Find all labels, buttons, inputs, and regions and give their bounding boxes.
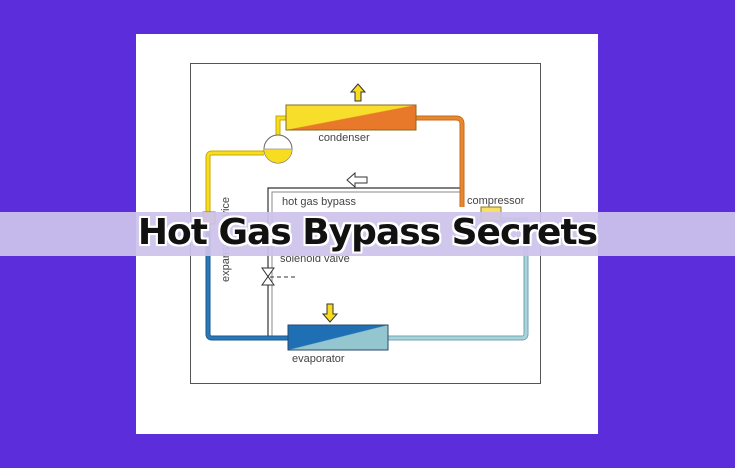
arrow-down-icon <box>321 303 339 323</box>
arrow-left-icon <box>346 171 368 189</box>
discharge-pipe <box>416 115 465 207</box>
hot-gas-bypass-line <box>267 187 462 338</box>
condenser-label: condenser <box>318 132 370 144</box>
compressor-label: compressor <box>467 195 525 207</box>
hot-gas-bypass-label: hot gas bypass <box>282 196 356 208</box>
solenoid-valve-label: solenoid valve <box>280 253 350 265</box>
evaporator-label: evaporator <box>292 353 345 365</box>
condenser <box>285 104 417 131</box>
evaporator <box>287 324 389 351</box>
solenoid-valve-icon <box>261 267 296 286</box>
receiver <box>263 134 293 164</box>
arrow-up-icon <box>349 83 367 102</box>
page-title: Hot Gas Bypass Secrets <box>137 212 598 253</box>
title-band <box>0 212 735 256</box>
